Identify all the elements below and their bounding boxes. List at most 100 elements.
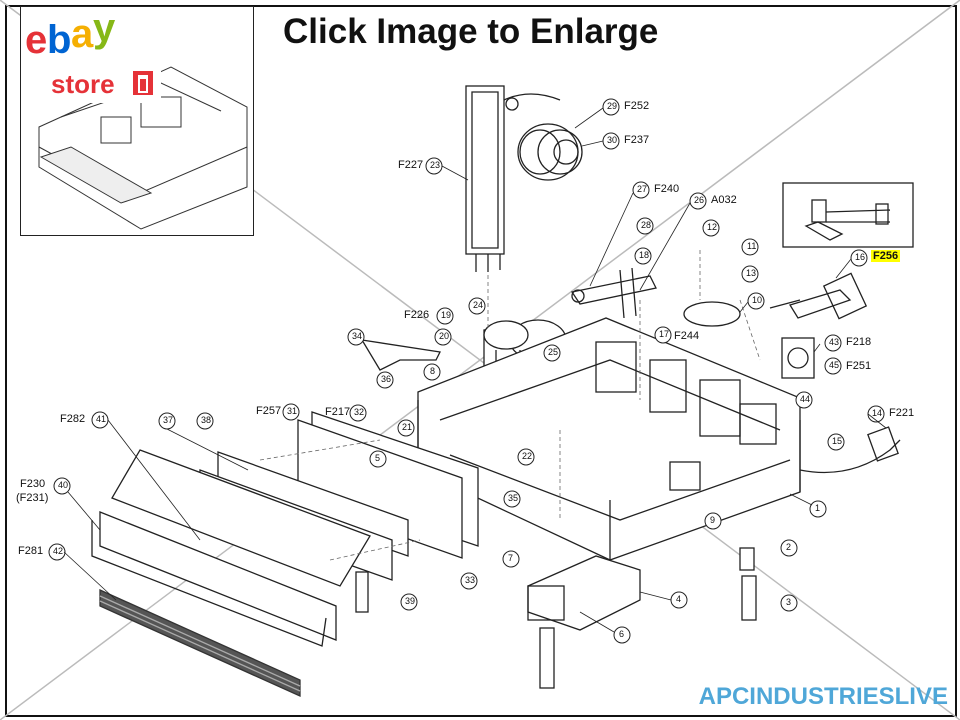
callout-number: 11 [747, 241, 757, 251]
part-label: F227 [398, 159, 424, 171]
callout-circle [503, 490, 521, 508]
callout-circle [602, 98, 620, 116]
callout-number: 20 [439, 331, 450, 341]
ebay-logo-graphic: e b a y store [25, 7, 153, 99]
stand-bracket-part [527, 555, 641, 631]
callout-number: 2 [786, 542, 792, 552]
hanger-part [360, 339, 441, 371]
display-ring-part [517, 123, 583, 181]
callout-circle [824, 357, 842, 375]
callout-number: 38 [201, 415, 212, 425]
callout-circle [369, 450, 387, 468]
svg-text:b: b [47, 18, 71, 62]
callout-number: 33 [465, 575, 476, 585]
callout-circle [376, 371, 394, 389]
callout-number: 44 [800, 394, 811, 404]
power-cord-part [799, 426, 901, 474]
control-board-part [465, 85, 561, 272]
callout-circle [517, 448, 535, 466]
callout-circle [636, 217, 654, 235]
front-panel-part [297, 411, 479, 559]
callout-number: 29 [607, 101, 618, 111]
callout-number: 39 [405, 596, 416, 606]
ebay-store-logo[interactable]: e b a y store [21, 7, 161, 103]
callout-circle [689, 192, 707, 210]
callout-circle [502, 550, 520, 568]
callout-circle [460, 572, 478, 590]
svg-text:y: y [93, 7, 116, 50]
callout-number: 16 [855, 252, 866, 262]
callout-number: 30 [607, 135, 618, 145]
part-label: A032 [711, 194, 737, 206]
front-grille-part [99, 588, 301, 698]
callout-circle [704, 512, 722, 530]
callout-circle [48, 543, 66, 561]
callout-number: 6 [619, 629, 625, 639]
part-label: F244 [674, 330, 700, 342]
svg-text:store: store [51, 69, 115, 99]
callout-circle [282, 403, 300, 421]
part-label: (F231) [16, 492, 49, 504]
callout-circle [347, 328, 365, 346]
part-label: F252 [624, 100, 650, 112]
part-label: F217 [325, 406, 351, 418]
part-label: F281 [18, 545, 44, 557]
callout-number: 35 [508, 493, 519, 503]
callout-circle [780, 539, 798, 557]
callout-number: 19 [441, 310, 452, 320]
callout-number: 4 [676, 594, 682, 604]
callout-circle [634, 247, 652, 265]
callout-circle [795, 391, 813, 409]
callout-number: 41 [96, 414, 107, 424]
callout-number: 36 [381, 374, 392, 384]
callout-number: 43 [829, 337, 840, 347]
callout-circle [397, 419, 415, 437]
feet-part [355, 547, 757, 689]
page-title[interactable]: Click Image to Enlarge [283, 12, 659, 51]
callout-number: 22 [522, 451, 533, 461]
callout-number: 12 [707, 222, 718, 232]
callout-number: 32 [354, 407, 365, 417]
callout-number: 17 [659, 329, 670, 339]
part-label: F257 [256, 405, 282, 417]
callout-circle [434, 328, 452, 346]
callout-circle [543, 344, 561, 362]
valve-inset-box [782, 182, 914, 248]
callout-number: 40 [58, 480, 69, 490]
callout-circle [780, 594, 798, 612]
part-label: F237 [624, 134, 650, 146]
outer-tray-part [91, 449, 371, 647]
inlet-hose-part [769, 272, 868, 320]
tube-assembly-part [570, 267, 657, 319]
callout-number: 24 [473, 300, 484, 310]
callout-circle [349, 404, 367, 422]
callout-circle [827, 433, 845, 451]
callout-circle [850, 249, 868, 267]
callout-number: 8 [430, 366, 436, 376]
callout-number: 25 [548, 347, 559, 357]
callout-circle [747, 292, 765, 310]
callout-number: 37 [163, 415, 174, 425]
callout-circle [632, 181, 650, 199]
callout-circle [654, 326, 672, 344]
callout-circle [468, 297, 486, 315]
part-label: F221 [889, 407, 915, 419]
part-label: F218 [846, 336, 872, 348]
callout-number: 28 [641, 220, 652, 230]
thumbnail-drawing [38, 66, 248, 230]
svg-text:e: e [25, 18, 47, 62]
callout-number: 26 [694, 195, 705, 205]
callout-circle [400, 593, 418, 611]
part-label: F282 [60, 413, 86, 425]
callout-number: 7 [508, 553, 514, 563]
callout-number: 27 [637, 184, 648, 194]
callout-number: 18 [639, 250, 650, 260]
callout-circle [423, 363, 441, 381]
thumbnail-image[interactable]: e b a y store [20, 6, 254, 236]
part-label-highlighted: F256 [871, 250, 901, 262]
callout-circle [741, 238, 759, 256]
callout-number: 5 [375, 453, 381, 463]
callout-circle [809, 500, 827, 518]
